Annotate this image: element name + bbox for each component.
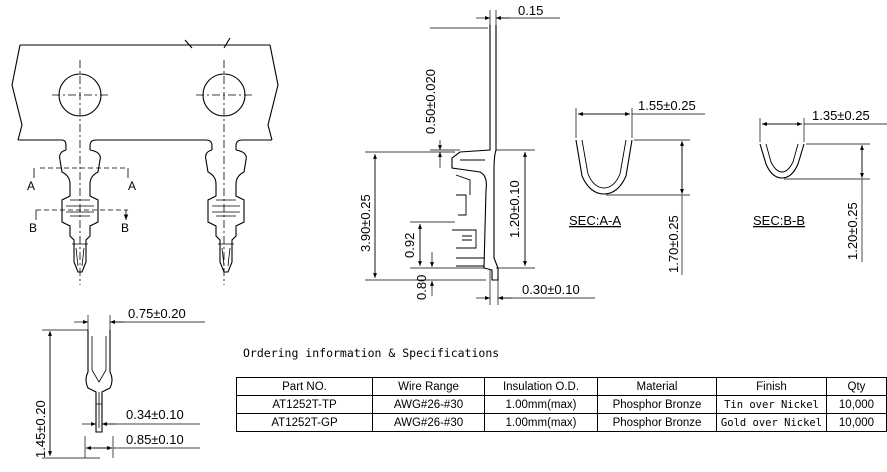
cell-qty: 10,000 <box>826 395 887 414</box>
cut-label-a-left: A <box>27 179 35 193</box>
table-row: AT1252T-TP AWG#26-#30 1.00mm(max) Phosph… <box>236 395 887 414</box>
strip-outline <box>11 44 279 141</box>
cell-insulation: 1.00mm(max) <box>484 395 598 414</box>
dim-3-90: 3.90±0.25 <box>358 194 373 252</box>
front-view-dimensions <box>42 315 205 459</box>
table-row: AT1252T-GP AWG#26-#30 1.00mm(max) Phosph… <box>236 413 887 432</box>
section-label-b: SEC:B-B <box>753 213 805 228</box>
dim-1-20b: 1.20±0.25 <box>845 202 860 260</box>
cell-insulation: 1.00mm(max) <box>484 413 598 432</box>
dim-1-35: 1.35±0.25 <box>812 108 870 123</box>
strip-bottom-edge <box>18 139 272 150</box>
section-a-a <box>575 108 705 275</box>
header-insulation: Insulation O.D. <box>484 377 598 396</box>
cell-part-no: AT1252T-TP <box>236 395 373 414</box>
side-view <box>451 25 499 281</box>
dim-1-45: 1.45±0.20 <box>33 400 48 458</box>
dim-1-55: 1.55±0.25 <box>638 98 696 113</box>
front-view <box>85 330 113 433</box>
dim-0-30: 0.30±0.10 <box>522 282 580 297</box>
dim-0-50: 0.50±0.020 <box>423 69 438 134</box>
cell-qty: 10,000 <box>826 413 887 432</box>
cell-material: Phosphor Bronze <box>597 395 717 414</box>
cell-finish: Tin over Nickel <box>716 395 827 414</box>
cell-wire-range: AWG#26-#30 <box>372 413 485 432</box>
spec-table: Part NO. Wire Range Insulation O.D. Mate… <box>236 377 887 432</box>
section-a-profile <box>575 139 633 195</box>
terminal-right <box>205 149 247 273</box>
table-header-row: Part NO. Wire Range Insulation O.D. Mate… <box>236 377 887 396</box>
terminal-left <box>59 149 101 273</box>
cell-wire-range: AWG#26-#30 <box>372 395 485 414</box>
side-view-dimensions <box>365 10 595 305</box>
header-qty: Qty <box>826 377 887 396</box>
dim-1-70: 1.70±0.25 <box>666 215 681 273</box>
dim-0-34: 0.34±0.10 <box>126 407 184 422</box>
dim-0-75: 0.75±0.20 <box>128 306 186 321</box>
section-b-b <box>759 118 887 262</box>
header-finish: Finish <box>716 377 827 396</box>
dim-0-80: 0.80 <box>414 275 429 300</box>
ordering-title: Ordering information & Specifications <box>243 346 500 360</box>
section-b-profile <box>759 143 805 179</box>
dim-0-92: 0.92 <box>402 233 417 258</box>
cut-label-b-right: B <box>121 221 129 235</box>
dim-thickness: 0.15 <box>518 3 543 18</box>
terminal-front-profile <box>85 330 113 433</box>
header-wire-range: Wire Range <box>372 377 485 396</box>
terminal-side-profile <box>451 25 499 281</box>
cut-label-a-right: A <box>128 179 136 193</box>
dim-1-20: 1.20±0.10 <box>507 180 522 238</box>
section-label-a: SEC:A-A <box>569 213 621 228</box>
cell-finish: Gold over Nickel <box>716 413 827 432</box>
header-part-no: Part NO. <box>236 377 373 396</box>
dim-0-85: 0.85±0.10 <box>126 432 184 447</box>
carrier-strip-view <box>11 37 279 285</box>
cell-part-no: AT1252T-GP <box>236 413 373 432</box>
cut-label-b-left: B <box>29 221 37 235</box>
header-material: Material <box>597 377 717 396</box>
cell-material: Phosphor Bronze <box>597 413 717 432</box>
